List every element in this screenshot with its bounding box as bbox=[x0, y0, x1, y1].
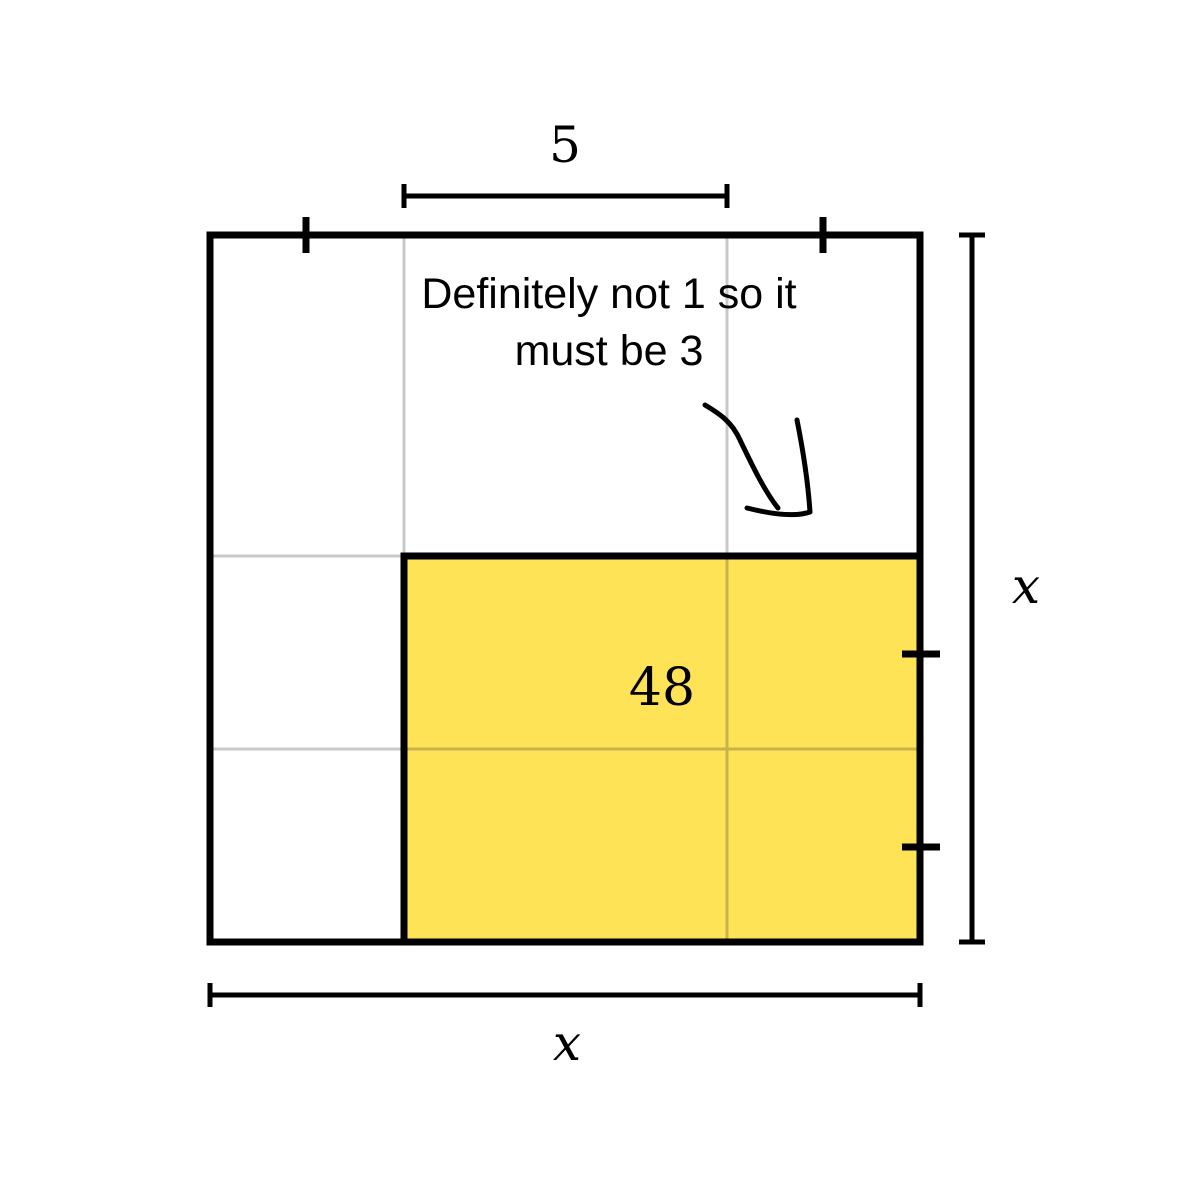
width-label: x bbox=[553, 1014, 581, 1072]
area-label: 48 bbox=[629, 658, 695, 718]
highlight-border bbox=[400, 552, 924, 946]
annotation-line-1: Definitely not 1 so it bbox=[421, 270, 796, 318]
right-dimension-bracket bbox=[959, 232, 985, 945]
outer-square bbox=[206, 231, 924, 946]
hand-drawn-arrow-icon bbox=[702, 402, 813, 518]
bottom-dimension-bracket bbox=[207, 983, 923, 1007]
height-label: x bbox=[1012, 557, 1040, 615]
top-dimension-label: 5 bbox=[549, 116, 581, 174]
tick-marks bbox=[302, 217, 940, 851]
top-dimension-bracket bbox=[401, 184, 730, 208]
outlines bbox=[206, 231, 924, 946]
grid-lines bbox=[210, 235, 920, 942]
annotation-line-2: must be 3 bbox=[515, 327, 704, 375]
